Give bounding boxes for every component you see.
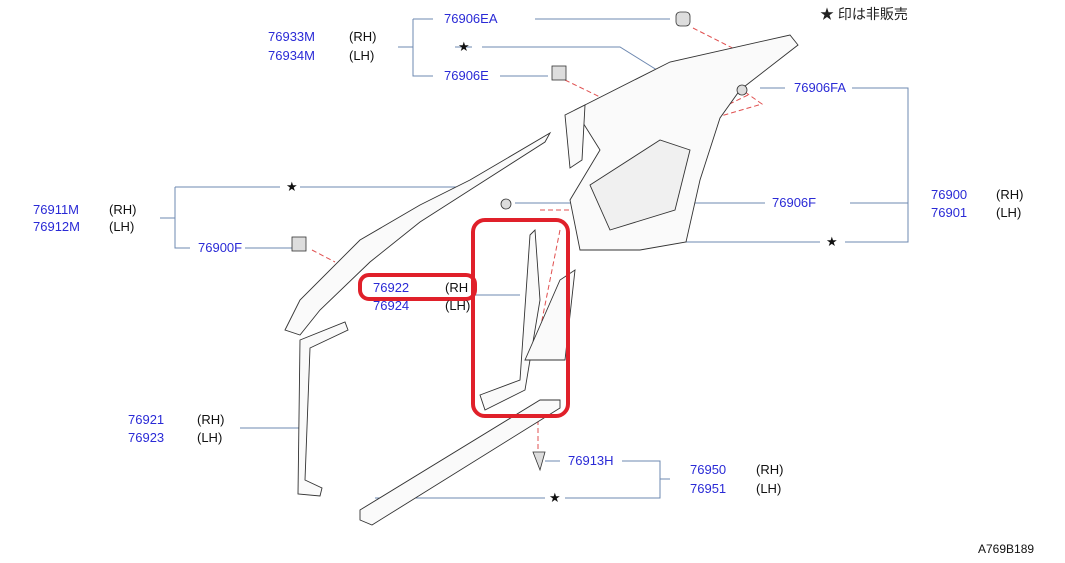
side-lh: (LH) xyxy=(756,481,782,496)
part-76906F[interactable]: 76906F xyxy=(772,195,817,210)
part-76924[interactable]: 76924 xyxy=(373,298,410,313)
part-76922[interactable]: 76922 xyxy=(373,280,410,295)
side-rh: (RH) xyxy=(109,202,137,217)
star-marker: ★ xyxy=(826,234,838,249)
clip-icons xyxy=(291,11,748,472)
side-rh: (RH xyxy=(445,280,469,295)
part-76901[interactable]: 76901 xyxy=(931,205,968,220)
side-lh: (LH) xyxy=(109,219,135,234)
star-marker: ★ xyxy=(549,490,561,505)
part-76906FA[interactable]: 76906FA xyxy=(794,80,847,95)
part-76934M[interactable]: 76934M xyxy=(268,48,315,63)
side-rh: (RH) xyxy=(197,412,225,427)
clip-76906EA-icon xyxy=(675,11,691,27)
star-marker: ★ xyxy=(458,39,470,54)
part-76913H[interactable]: 76913H xyxy=(568,453,614,468)
part-76950[interactable]: 76950 xyxy=(690,462,727,477)
part-76900F[interactable]: 76900F xyxy=(198,240,243,255)
not-sold-note: ★ 印は非販売 xyxy=(820,6,908,22)
part-76911M[interactable]: 76911M xyxy=(33,202,80,217)
side-lh: (LH) xyxy=(349,48,375,63)
clip-76906FA-icon xyxy=(736,84,748,96)
part-76900[interactable]: 76900 xyxy=(931,187,968,202)
part-76951[interactable]: 76951 xyxy=(690,481,727,496)
part-76933M[interactable]: 76933M xyxy=(268,29,315,44)
side-rh: (RH) xyxy=(349,29,377,44)
highlight-boxes xyxy=(358,218,570,418)
clip-76906E-icon xyxy=(551,65,567,81)
clip-76906F-icon xyxy=(500,198,512,210)
side-rh: (RH) xyxy=(996,187,1024,202)
clip-76900F-icon xyxy=(291,236,307,252)
side-lh: (LH) xyxy=(996,205,1022,220)
part-76906E[interactable]: 76906E xyxy=(444,68,489,83)
clip-76913H-icon xyxy=(532,451,546,472)
part-76906EA[interactable]: 76906EA xyxy=(444,11,498,26)
side-rh: (RH) xyxy=(756,462,784,477)
side-lh: (LH) xyxy=(445,298,471,313)
part-76921[interactable]: 76921 xyxy=(128,412,165,427)
diagram-code: A769B189 xyxy=(978,542,1035,556)
part-76912M[interactable]: 76912M xyxy=(33,219,80,234)
leader-lines xyxy=(160,18,909,499)
star-marker: ★ xyxy=(286,179,298,194)
side-lh: (LH) xyxy=(197,430,223,445)
part-76923[interactable]: 76923 xyxy=(128,430,165,445)
